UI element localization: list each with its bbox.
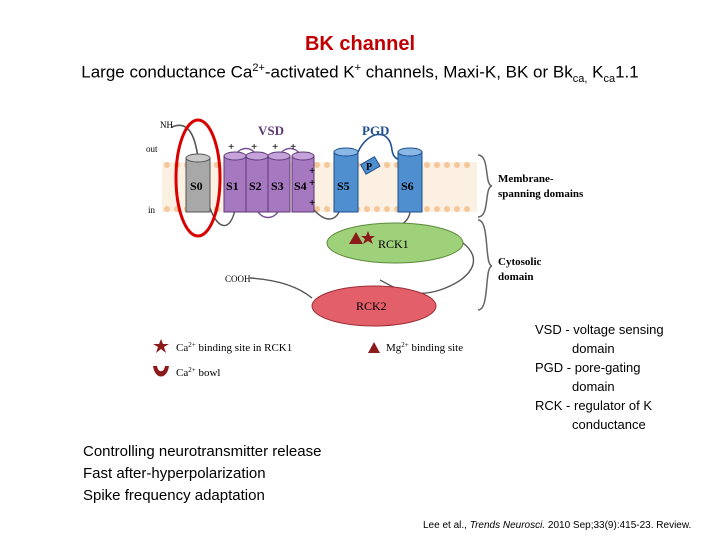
mg-legend: Mg2+ binding site xyxy=(386,341,463,354)
s0-s1-linker xyxy=(209,207,236,227)
pgd-line2: domain xyxy=(572,379,615,394)
citation: Lee et al., Trends Neurosci. 2010 Sep;33… xyxy=(423,520,692,531)
out-label: out xyxy=(146,144,158,154)
rck1-domain: RCK1 xyxy=(326,222,464,264)
segment-s3: S3 xyxy=(267,151,291,213)
role-item: Fast after-hyperpolarization xyxy=(83,465,266,482)
abbreviation-legend: VSD - voltage sensing domain PGD - pore-… xyxy=(535,320,664,434)
s5-label: S5 xyxy=(337,179,350,193)
cytosolic-label-1: Cytosolic xyxy=(498,256,542,268)
p-helix: P xyxy=(359,155,381,175)
ca-bowl-legend: Ca2+ bowl xyxy=(176,366,220,379)
ca-rck1-star xyxy=(361,231,375,244)
rck2-label: RCK2 xyxy=(356,299,387,313)
cytosolic-bracket xyxy=(477,219,493,311)
membrane-bracket xyxy=(477,154,493,218)
ca-bowl-icon xyxy=(153,366,169,377)
membrane-label-1: Membrane- xyxy=(498,173,554,185)
vsd-line1: VSD - voltage sensing xyxy=(535,322,664,337)
charge-s4-bottom: + xyxy=(309,197,315,209)
segment-s0: S0 xyxy=(185,153,211,213)
bk-channel-diagram: NH out in S0 S1 S2 S3 S4 + + + + + + + xyxy=(146,118,584,379)
segment-s6: S6 xyxy=(397,147,423,213)
functional-roles: Controlling neurotransmitter release Fas… xyxy=(83,441,321,507)
segment-s4: S4 xyxy=(291,151,315,213)
slide-subtitle: Large conductance Ca2+-activated K+ chan… xyxy=(81,62,639,86)
ca-rck1-legend-star xyxy=(153,339,169,353)
segment-s1: S1 xyxy=(223,151,247,213)
mg-legend-triangle xyxy=(368,342,380,353)
s2-label: S2 xyxy=(249,179,262,193)
role-item: Spike frequency adaptation xyxy=(83,487,265,504)
slide-title: BK channel xyxy=(304,33,416,55)
mg-site-triangle xyxy=(349,232,363,244)
charge-s4-mid: + xyxy=(309,177,315,189)
cooh-label: COOH xyxy=(225,274,251,284)
cytosolic-label-2: domain xyxy=(498,271,533,283)
s6-label: S6 xyxy=(401,179,414,193)
n-terminus-line xyxy=(171,124,199,159)
charge-1: + xyxy=(228,141,234,153)
nh-label: NH xyxy=(160,120,173,130)
membrane-label-2: spanning domains xyxy=(498,188,584,200)
p-label: P xyxy=(366,162,372,173)
vsd-label: VSD xyxy=(258,123,284,138)
s0-highlight-circle xyxy=(174,118,222,238)
ca-rck1-legend: Ca2+ binding site in RCK1 xyxy=(176,341,292,354)
s4-s5-linker xyxy=(313,209,341,220)
charge-s4-top: + xyxy=(309,165,315,177)
rck2-domain: RCK2 xyxy=(311,285,437,327)
rck-line1: RCK - regulator of K xyxy=(535,398,653,413)
charge-2: + xyxy=(251,141,257,153)
role-item: Controlling neurotransmitter release xyxy=(83,443,322,460)
rck1-label: RCK1 xyxy=(378,237,409,251)
segment-s2: S2 xyxy=(245,151,269,213)
charge-4: + xyxy=(290,141,296,153)
in-label: in xyxy=(148,205,156,215)
pgd-line1: PGD - pore-gating xyxy=(535,360,641,375)
segment-s5: S5 xyxy=(333,147,359,213)
s3-label: S3 xyxy=(271,179,284,193)
charge-3: + xyxy=(272,141,278,153)
vsd-line2: domain xyxy=(572,341,615,356)
s1-label: S1 xyxy=(226,179,239,193)
c-terminus-line xyxy=(249,277,313,299)
s0-label: S0 xyxy=(190,179,203,193)
s4-label: S4 xyxy=(294,179,307,193)
rck-line2: conductance xyxy=(572,417,646,432)
